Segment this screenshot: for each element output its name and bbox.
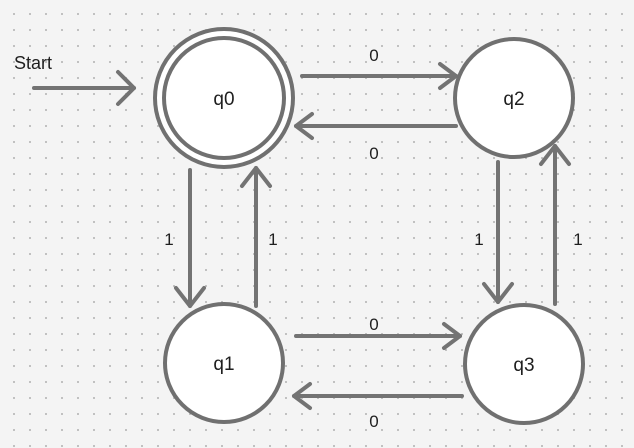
start-label: Start [14,53,52,73]
label-q1-q0: 1 [268,230,277,249]
label-q2-q3: 1 [474,230,483,249]
transition-q3-q1 [292,382,464,410]
label-q1-q3: 0 [369,315,378,334]
state-label-q1: q1 [213,354,234,375]
label-q3-q1: 0 [369,412,378,431]
transition-q1-q0 [240,166,272,308]
state-label-q3: q3 [513,355,534,376]
transition-q3-q2 [539,144,571,306]
label-q2-q0: 0 [369,144,378,163]
label-q0-q1: 1 [164,230,173,249]
state-label-q0: q0 [213,89,234,110]
label-q3-q2: 1 [573,230,582,249]
state-q2: q2 [453,37,575,159]
transition-q0-q2 [300,62,458,90]
accepting-ring [162,36,286,160]
state-q3: q3 [463,303,585,425]
transition-q1-q3 [294,322,462,350]
transition-q2-q0 [294,112,458,140]
transition-q2-q3 [482,160,514,304]
transition-q0-q1 [174,168,206,308]
state-label-q2: q2 [503,89,524,110]
label-q0-q2: 0 [369,46,378,65]
start-arrow [32,70,136,106]
state-q0: q0 [153,27,295,169]
state-q1: q1 [163,302,285,424]
